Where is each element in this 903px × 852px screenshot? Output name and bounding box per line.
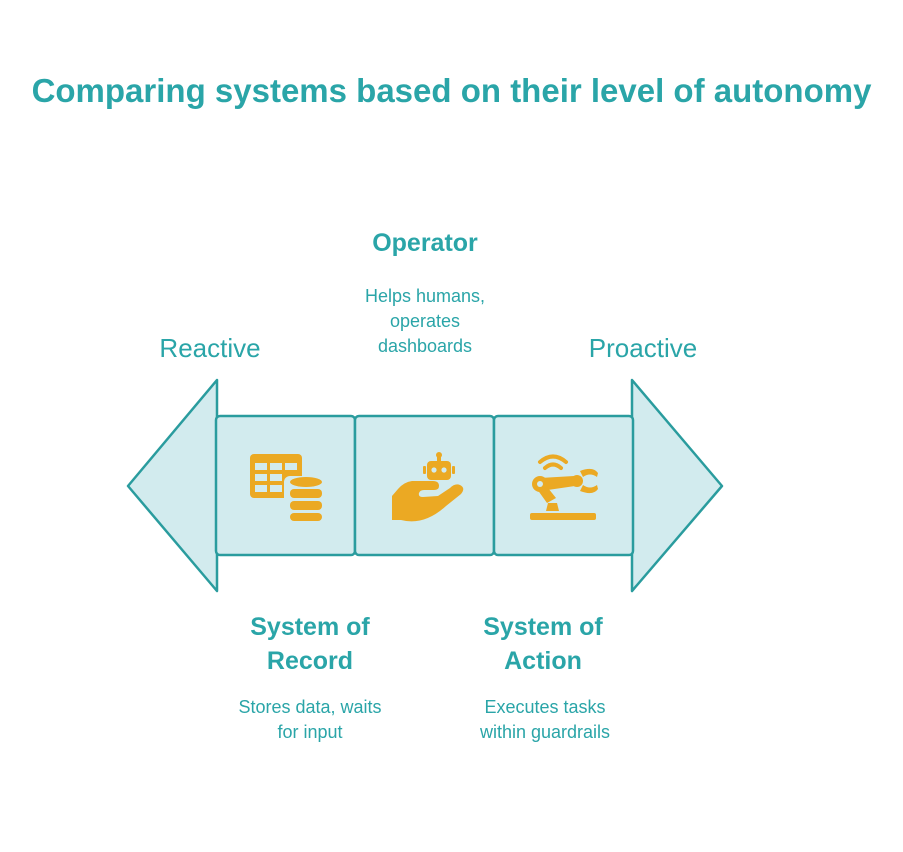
- system-of-record-title: System of Record: [250, 613, 370, 675]
- robot-hand-icon: [392, 452, 464, 522]
- proactive-label: Proactive: [588, 333, 698, 363]
- page-title: Comparing systems based on their level o…: [31, 72, 872, 109]
- system-of-action-description: Executes tasks within guardrails: [479, 697, 611, 742]
- robotic-arm-icon: [530, 454, 598, 520]
- left-arrow-head: [126, 378, 219, 593]
- operator-description: Helps humans, operates dashboards: [364, 286, 486, 356]
- reactive-label: Reactive: [159, 333, 261, 363]
- system-of-action-title: System of Action: [483, 613, 603, 675]
- table-database-icon: [250, 454, 328, 522]
- system-of-record-description: Stores data, waits for input: [238, 697, 382, 742]
- operator-title: Operator: [372, 229, 478, 257]
- right-arrow-head: [630, 378, 724, 593]
